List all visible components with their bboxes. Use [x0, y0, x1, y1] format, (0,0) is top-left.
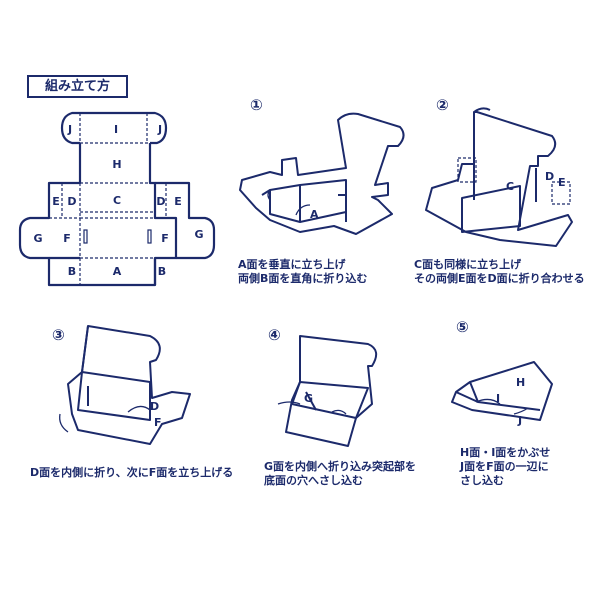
- step5-illustration: [451, 361, 553, 421]
- net-outline-top: [60, 111, 168, 145]
- net-label-b-left: B: [68, 265, 76, 278]
- step5-caption: H面・I面をかぶせ J面をF面の一辺に さし込む: [460, 446, 551, 487]
- net-label-d-left: D: [67, 195, 76, 208]
- net-outline-left: [18, 143, 178, 287]
- step5-label-j: J: [517, 414, 522, 427]
- step2-number: ②: [436, 96, 449, 114]
- step4-label-g: G: [304, 392, 313, 405]
- step2-label-e: E: [558, 176, 566, 189]
- step5-arrows: [475, 398, 529, 415]
- net-label-f-left: F: [63, 232, 71, 245]
- net-label-j-right: J: [157, 123, 162, 136]
- net-label-b-right: B: [158, 265, 166, 278]
- step1-label-a: A: [310, 208, 319, 221]
- step4-illustration: [285, 335, 378, 447]
- step3-arrows: [59, 405, 151, 433]
- step2-caption: C面も同様に立ち上げ その両側E面をD面に折り合わせる: [414, 258, 585, 285]
- net-label-g-right: G: [194, 228, 203, 241]
- net-label-j-left: J: [67, 123, 72, 136]
- net-label-e-left: E: [52, 195, 60, 208]
- step3-label-d: D: [150, 400, 159, 413]
- net-label-h: H: [112, 158, 121, 171]
- net-label-i: I: [114, 123, 118, 136]
- net-label-g-left: G: [33, 232, 42, 245]
- step5-label-h: H: [516, 376, 525, 389]
- step3-label-f: F: [154, 416, 162, 429]
- step2-dashed-flaps: [457, 157, 571, 205]
- step5-number: ⑤: [456, 318, 469, 336]
- step1-number: ①: [250, 96, 263, 114]
- step5-label-i: I: [496, 392, 500, 405]
- net-label-a: A: [113, 265, 122, 278]
- step4-number: ④: [268, 326, 281, 344]
- net-outline-right: [155, 181, 216, 260]
- net-label-f-right: F: [161, 232, 169, 245]
- step4-caption: G面を内側へ折り込み突起部を 底面の穴へさし込む: [264, 460, 417, 487]
- step1-arrows: [267, 189, 311, 216]
- step1-caption: A面を垂直に立ち上げ 両側B面を直角に折り込む: [238, 258, 368, 285]
- step3-caption: D面を内側に折り、次にF面を立ち上げる: [30, 466, 234, 479]
- step2-label-c: C: [506, 180, 514, 193]
- net-label-e-right: E: [174, 195, 182, 208]
- net-label-c: C: [113, 194, 121, 207]
- step3-number: ③: [52, 326, 65, 344]
- title-label: 組み立て方: [27, 75, 128, 98]
- step1-illustration: [239, 112, 405, 235]
- step2-illustration: [425, 107, 573, 247]
- step2-label-d: D: [545, 170, 554, 183]
- net-label-d-right: D: [156, 195, 165, 208]
- step4-arrows: [277, 401, 347, 415]
- step3-illustration: [67, 325, 191, 445]
